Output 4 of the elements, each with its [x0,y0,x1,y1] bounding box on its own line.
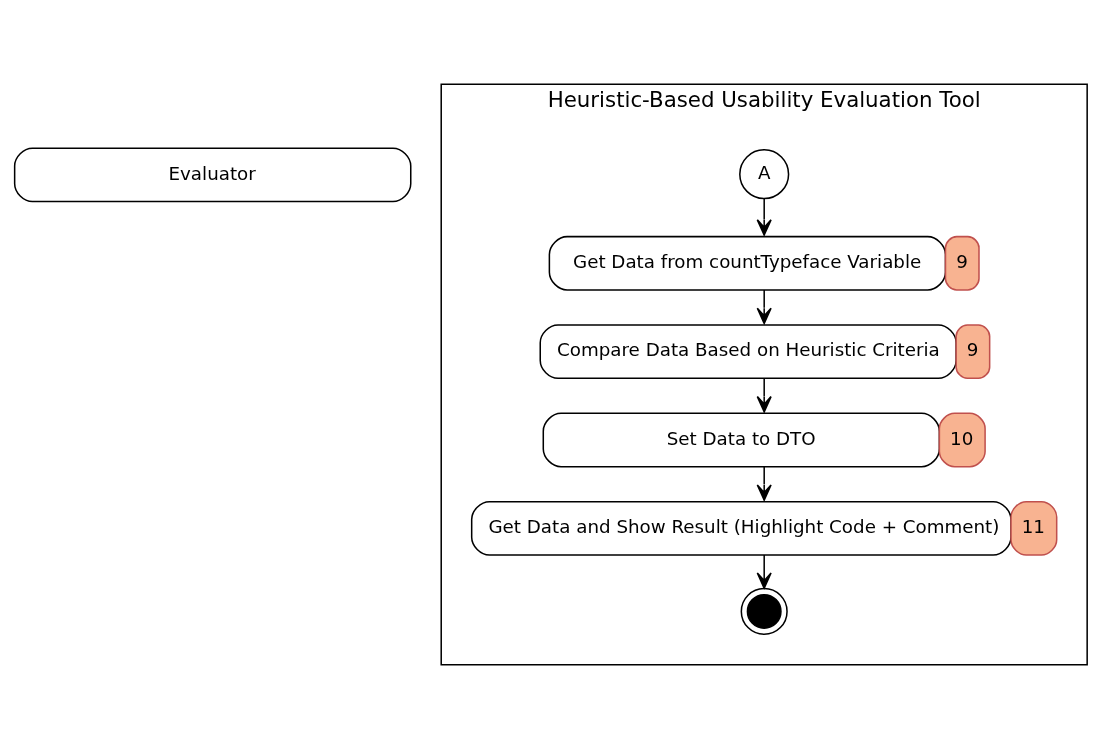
node-label: 11 [1021,515,1045,537]
node-label: 9 [956,250,968,272]
node-label: 10 [950,427,974,449]
node-label: 9 [966,338,979,360]
